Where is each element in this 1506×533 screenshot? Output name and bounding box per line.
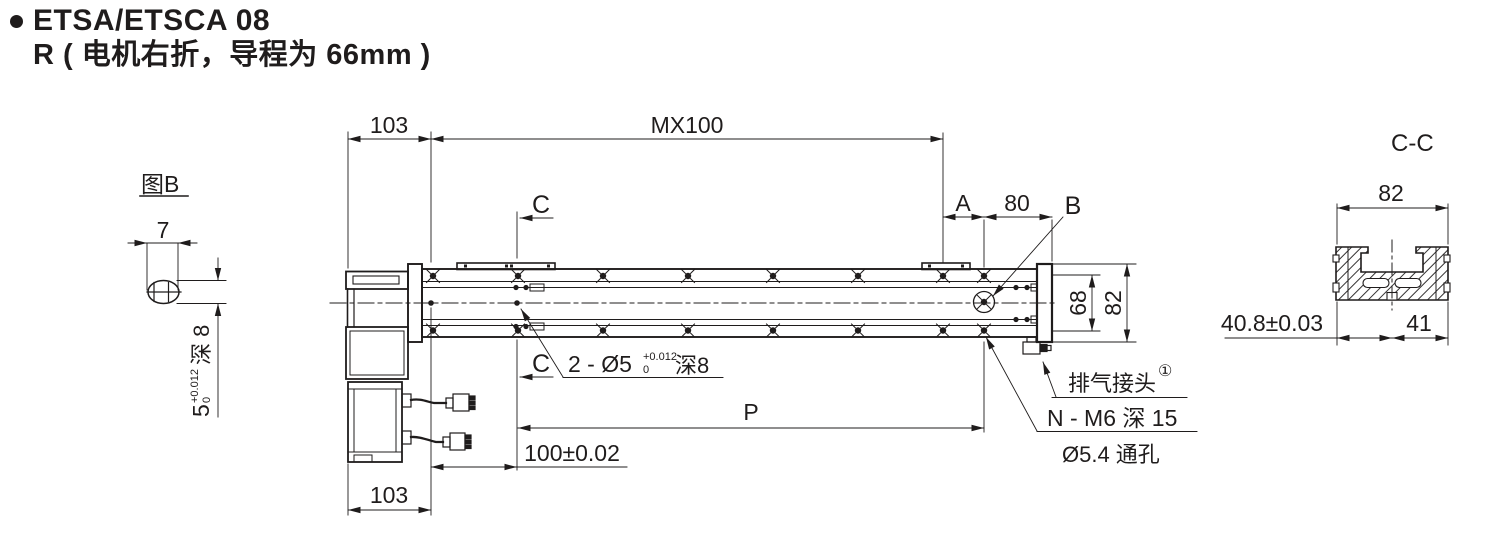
label-c-top: C: [532, 191, 550, 219]
callout-through-hole: Ø5.4 通孔: [1062, 442, 1160, 467]
dim-a: A: [955, 190, 971, 216]
section-cc-label: C-C: [1391, 130, 1434, 157]
detail-b-view: [127, 195, 227, 418]
dim-mx100: MX100: [651, 112, 724, 138]
detail-b-hole-dia: 5: [188, 404, 214, 417]
leader-exhaust: [1042, 361, 1057, 398]
motor-cable-upper: [401, 393, 476, 412]
left-end-plate: [407, 263, 423, 343]
label-b: B: [1065, 192, 1082, 220]
carriage-plate: [456, 262, 556, 271]
detail-b-tol-upper: +0.012: [189, 369, 201, 403]
section-cc-width: 82: [1378, 180, 1404, 206]
leader-mount-holes: [985, 336, 1038, 432]
dim-100: 100±0.02: [524, 440, 620, 466]
detail-b-slot-width: 7: [157, 217, 170, 243]
callout-mount-thread: N - M6 深 15: [1047, 405, 1177, 431]
dim-103-bottom: 103: [370, 482, 408, 508]
dim-68: 68: [1065, 290, 1091, 316]
pin-holes: [428, 300, 520, 306]
detail-b-tol-lower: 0: [201, 397, 213, 403]
dim-80: 80: [1004, 190, 1030, 216]
motor-body: [347, 381, 403, 463]
leader-pin-holes: [520, 308, 564, 378]
end-screws: [1013, 283, 1038, 324]
section-cc-right: 41: [1406, 310, 1432, 336]
label-c-bottom: C: [532, 350, 550, 378]
pin-depth: 深8: [675, 353, 709, 378]
end-plate-tab: [921, 262, 971, 271]
detail-b-label: 图B: [141, 171, 179, 197]
section-cc-left: 40.8±0.03: [1221, 310, 1323, 336]
pin-tol-lower: 0: [643, 364, 649, 376]
motor-flange: [345, 270, 409, 290]
leaders: [519, 214, 1198, 432]
model-subtitle: R ( 电机右折，导程为 66mm ): [33, 39, 431, 71]
section-cc-view: [1224, 203, 1451, 346]
mounting-holes-top: [426, 269, 991, 283]
dimension-lines: [347, 135, 1131, 514]
annotations: 103 MX100 A 80 B C C 68 82 P 100±0.02 10…: [141, 112, 1434, 508]
main-view: [329, 131, 1198, 516]
callout-exhaust: 排气接头: [1068, 371, 1156, 396]
title-block: ETSA/ETSCA 08 R ( 电机右折，导程为 66mm ): [10, 4, 431, 72]
exhaust-note: ①: [1158, 363, 1172, 380]
leader-b: [992, 216, 1064, 297]
carriage-screws: [513, 283, 545, 331]
right-end-cap: [1035, 262, 1054, 344]
detail-b-depth: 深 8: [189, 325, 214, 365]
callout-pin-holes: 2 - Ø5: [568, 351, 632, 377]
dim-82: 82: [1100, 290, 1126, 316]
exhaust-fitting: [1022, 336, 1052, 355]
dim-p: P: [743, 399, 758, 425]
gearbox: [345, 326, 409, 380]
model-title: ETSA/ETSCA 08: [33, 4, 271, 37]
motor-assembly: [345, 270, 409, 463]
dim-103-top: 103: [370, 112, 408, 138]
pin-tol-upper: +0.012: [643, 351, 677, 363]
bullet-icon: [10, 15, 23, 28]
motor-cable-lower: [401, 430, 472, 451]
detail-b-hole: [972, 290, 996, 314]
